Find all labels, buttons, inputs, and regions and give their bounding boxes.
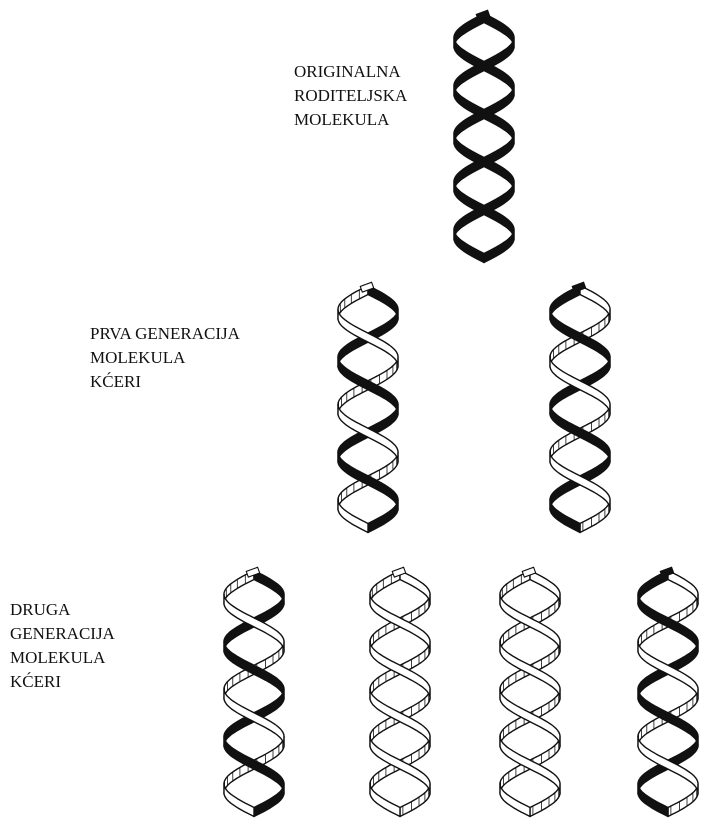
strand-a-front-segment (454, 182, 514, 241)
dna-molecule-generation_2-3 (500, 567, 560, 816)
dna-molecule-parent-1 (454, 10, 514, 262)
strand-a-front-segment (530, 571, 560, 605)
strand-b-front-segment (550, 500, 580, 533)
dna-molecule-generation_2-2 (370, 567, 430, 816)
strand-b-front-segment (338, 405, 398, 463)
strand-a-front-segment (368, 286, 398, 320)
strand-a-back-segment (254, 784, 284, 817)
strand-b-front-segment (370, 689, 430, 747)
strand-a-front-segment (370, 642, 430, 700)
strand-a-front-segment (638, 642, 698, 700)
strand-b-front-segment (500, 594, 560, 652)
strand-b-front-segment (370, 594, 430, 652)
strand-a-back-segment (580, 500, 610, 533)
strand-a-back-segment (484, 230, 514, 263)
strand-b-front-segment (638, 689, 698, 747)
dna-molecule-generation_2-1 (224, 567, 284, 816)
strand-a-front-segment (550, 357, 610, 415)
strand-b-front-segment (338, 309, 398, 367)
strand-b-front-segment (550, 309, 610, 367)
strand-b-front-segment (224, 784, 254, 817)
strand-b-front-segment (454, 230, 484, 263)
dna-molecule-generation_1-2 (550, 282, 610, 532)
strand-a-back-segment (530, 784, 560, 817)
strand-a-front-segment (500, 736, 560, 794)
strand-b-front-segment (224, 594, 284, 652)
strand-b-front-segment (370, 784, 400, 817)
strand-b-front-segment (338, 500, 368, 533)
strand-b-front-segment (550, 405, 610, 463)
strand-a-front-segment (224, 642, 284, 700)
strand-a-front-segment (638, 736, 698, 794)
strand-a-front-segment (370, 736, 430, 794)
strand-a-front-segment (580, 286, 610, 320)
strand-a-front-segment (224, 736, 284, 794)
strand-b-front-segment (638, 784, 668, 817)
strand-b-front-segment (224, 689, 284, 747)
strand-a-front-segment (338, 452, 398, 510)
strand-b-front-segment (454, 38, 514, 97)
strand-b-front-segment (500, 689, 560, 747)
strand-a-front-segment (550, 452, 610, 510)
strand-a-back-segment (668, 784, 698, 817)
strand-a-front-segment (400, 571, 430, 605)
strand-a-front-segment (254, 571, 284, 605)
strand-a-front-segment (338, 357, 398, 415)
strand-a-back-segment (400, 784, 430, 817)
strand-a-back-segment (368, 500, 398, 533)
dna-molecule-generation_2-4 (638, 567, 698, 816)
strand-b-front-segment (500, 784, 530, 817)
strand-a-front-segment (484, 14, 514, 49)
strand-a-front-segment (500, 642, 560, 700)
strand-a-front-segment (454, 86, 514, 145)
dna-molecule-generation_1-1 (338, 282, 398, 532)
strand-b-front-segment (638, 594, 698, 652)
strand-b-front-segment (454, 134, 514, 193)
strand-a-front-segment (668, 571, 698, 605)
